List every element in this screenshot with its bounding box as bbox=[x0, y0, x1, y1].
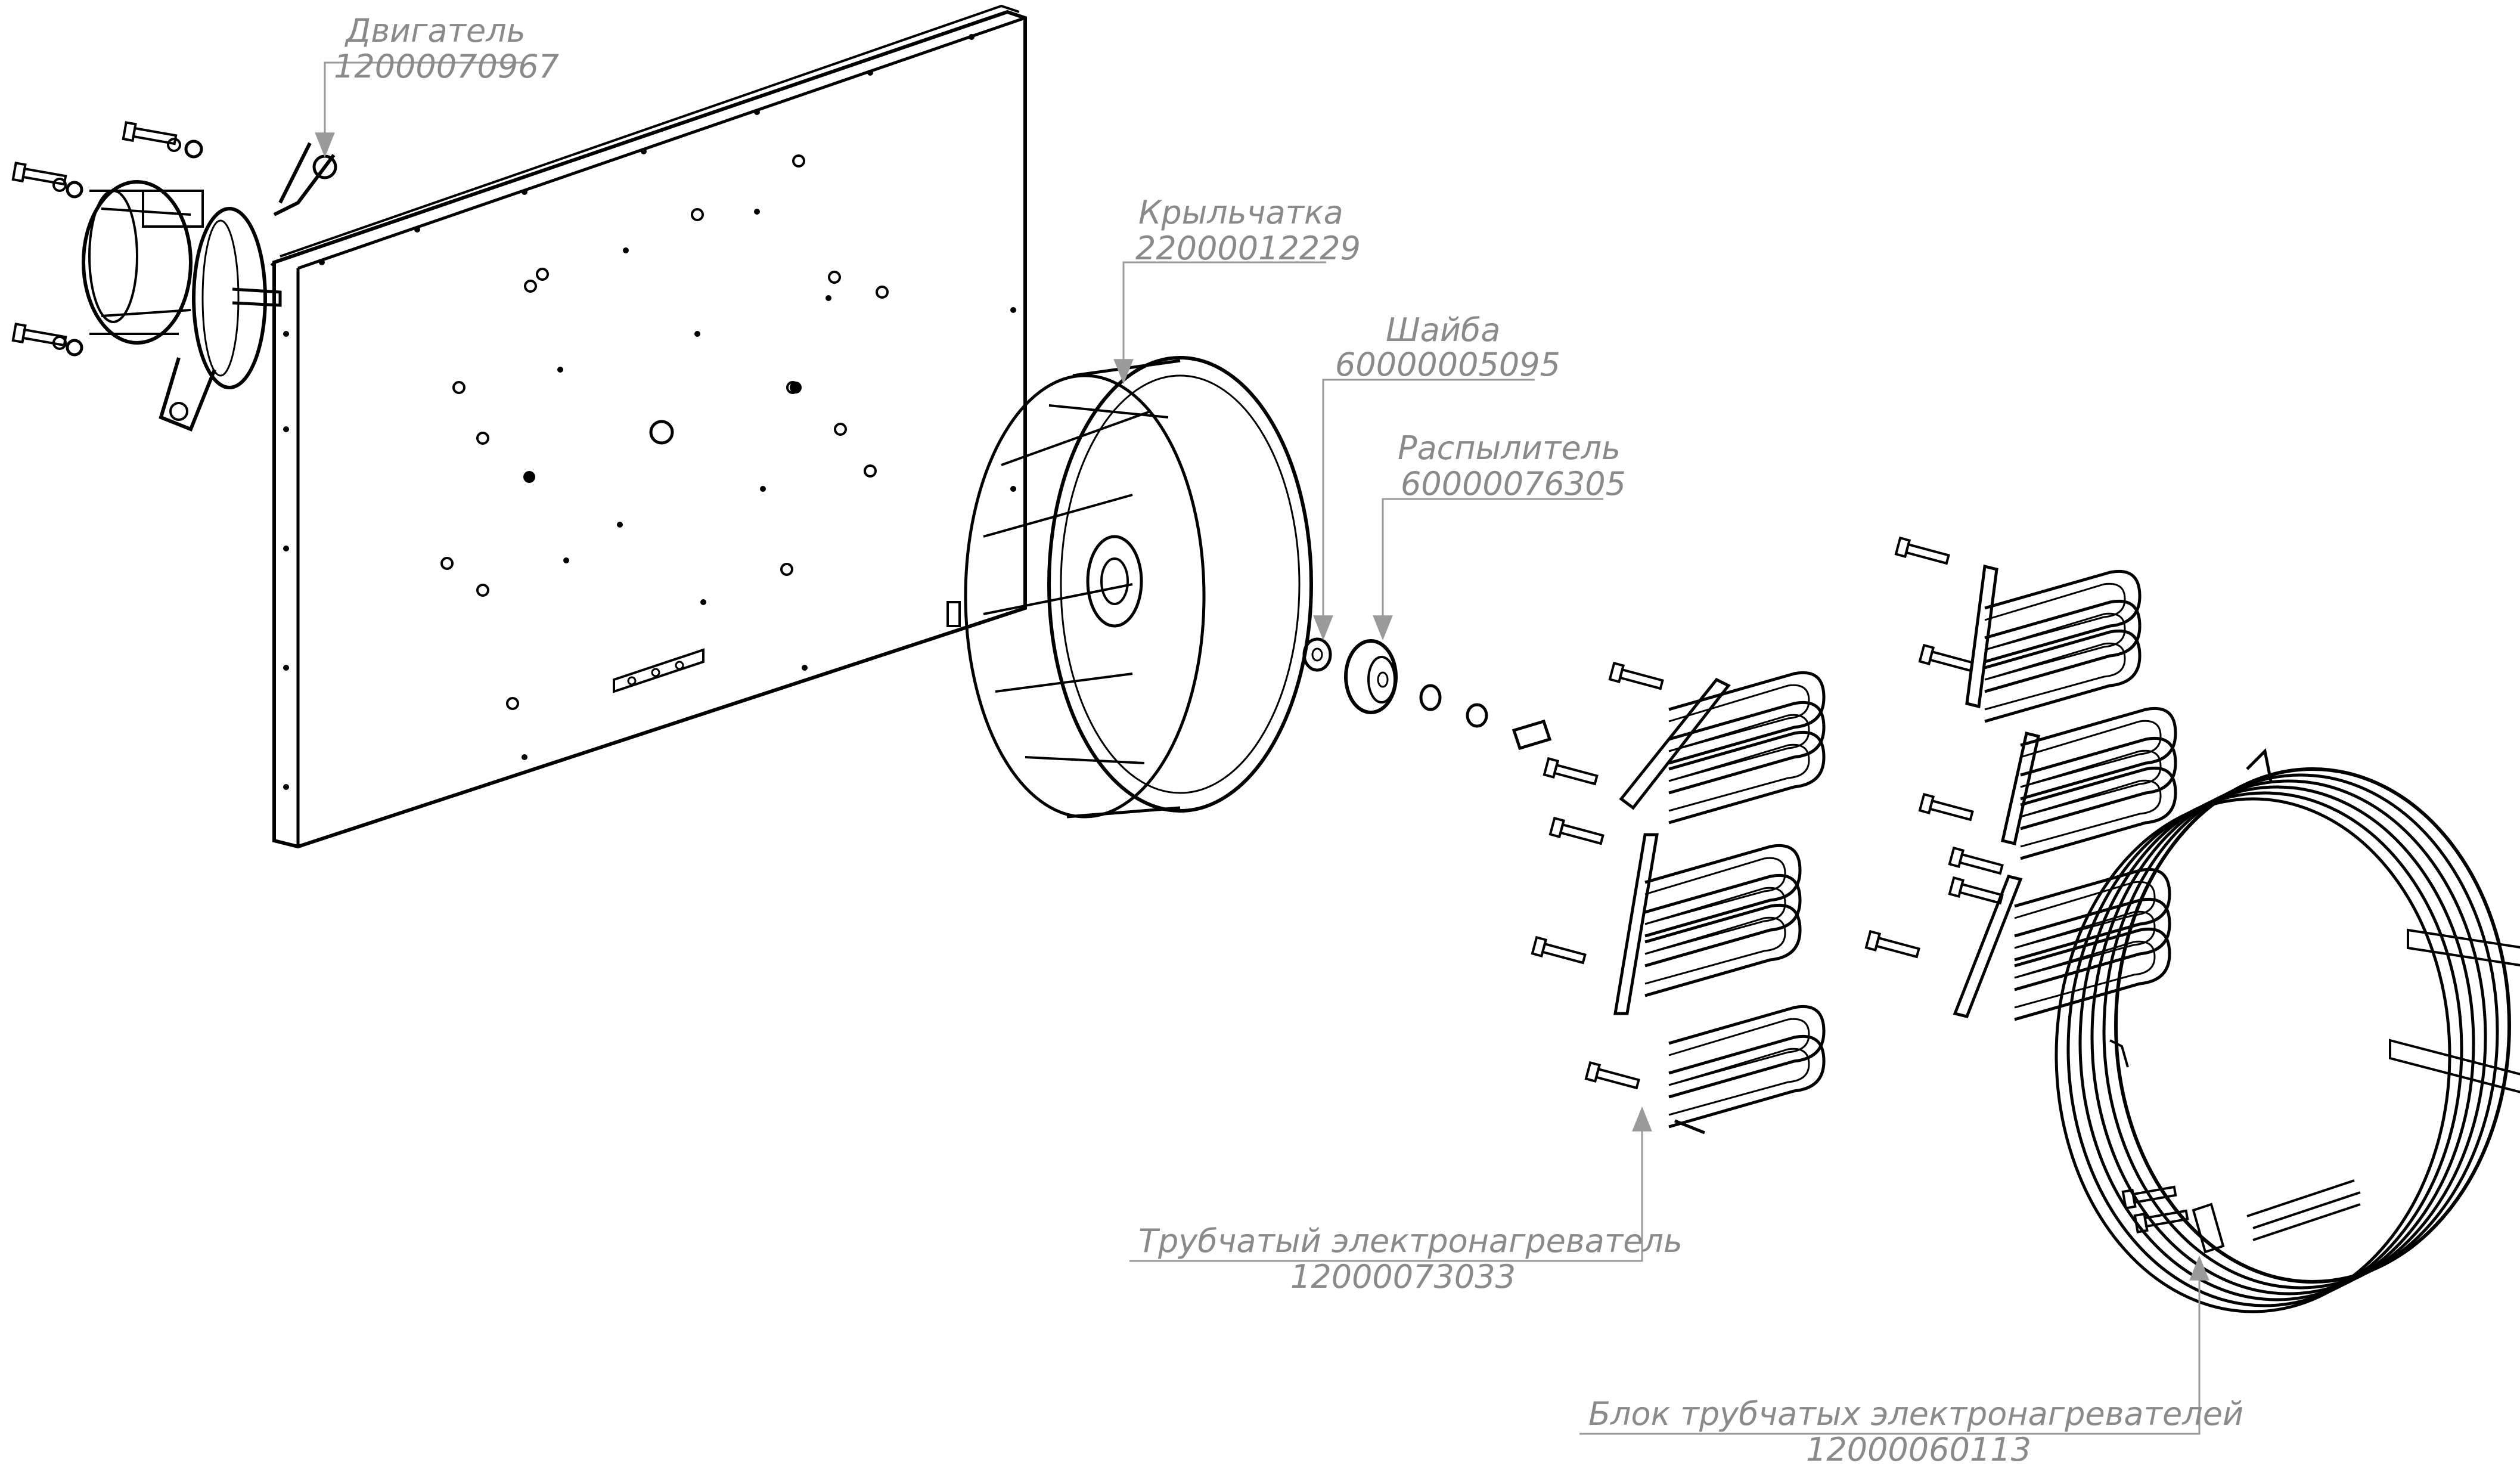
callout-impeller-code: 22000012229 bbox=[1135, 230, 1361, 267]
tubular-heater-left-lower bbox=[1531, 817, 1824, 1135]
callout-sprayer: Распылитель 60000076305 bbox=[1373, 429, 1626, 641]
tubular-heater-right-lower bbox=[1864, 708, 2175, 1019]
callout-tubular-heater-code: 12000073033 bbox=[1290, 1258, 1516, 1296]
callout-washer-code: 60000005095 bbox=[1335, 346, 1560, 383]
callout-motor-code: 12000070967 bbox=[334, 48, 559, 85]
callout-heater-block: Блок трубчатых электронагревателей 12000… bbox=[1579, 1255, 2243, 1468]
sprayer bbox=[1344, 639, 1398, 714]
callout-motor: Двигатель 12000070967 bbox=[315, 12, 559, 158]
panel-holes bbox=[440, 154, 889, 760]
callout-tubular-heater-name: Трубчатый электронагреватель bbox=[1138, 1222, 1683, 1260]
callout-impeller: Крыльчатка 22000012229 bbox=[1113, 194, 1361, 385]
callout-washer-name: Шайба bbox=[1386, 311, 1500, 349]
impeller bbox=[946, 356, 1313, 819]
callout-sprayer-code: 60000076305 bbox=[1401, 465, 1626, 503]
motor-assembly bbox=[11, 121, 337, 432]
hub-nut-parts bbox=[1419, 684, 1552, 751]
panel-slot bbox=[613, 648, 705, 693]
washer bbox=[1302, 637, 1332, 672]
motor-bolts bbox=[11, 121, 203, 357]
ring-heater-block bbox=[2055, 748, 2520, 1313]
tubular-heater-right-upper bbox=[1894, 537, 2140, 721]
motor-body bbox=[82, 142, 337, 432]
callout-tubular-heater: Трубчатый электронагреватель 12000073033 bbox=[1129, 1106, 1683, 1296]
callout-impeller-name: Крыльчатка bbox=[1138, 194, 1343, 231]
callout-motor-name: Двигатель bbox=[345, 12, 526, 49]
callout-sprayer-name: Распылитель bbox=[1398, 429, 1621, 467]
tubular-heater-left-upper bbox=[1543, 662, 1824, 823]
back-panel bbox=[270, 4, 1027, 849]
callout-heater-block-name: Блок трубчатых электронагревателей bbox=[1588, 1395, 2243, 1433]
callout-washer: Шайба 60000005095 bbox=[1313, 311, 1560, 641]
callout-heater-block-code: 12000060113 bbox=[1806, 1431, 2031, 1467]
